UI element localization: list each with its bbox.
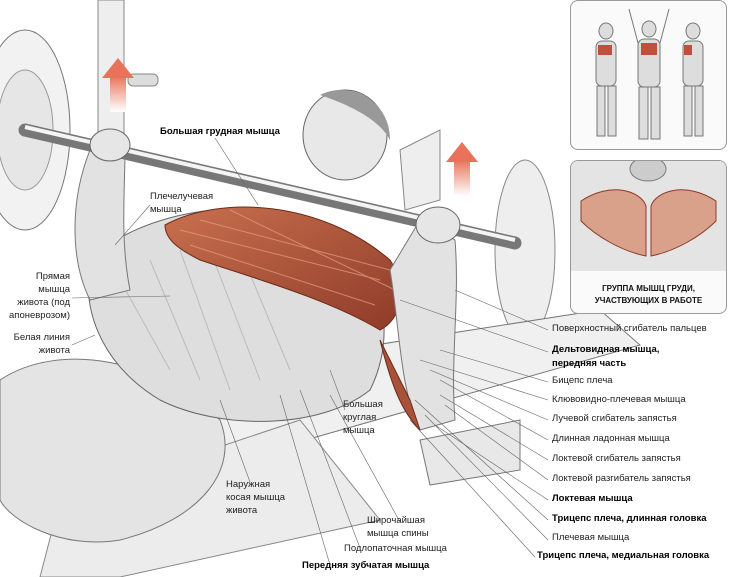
label-line: живота xyxy=(38,345,70,356)
label-line: Наружная xyxy=(226,479,271,490)
headrest xyxy=(399,129,441,211)
label-teres-major: Большая круглая мышца xyxy=(343,398,383,437)
right-label: Клювовидно-плечевая мышца xyxy=(552,394,686,405)
caption-line: ГРУППА МЫШЦ ГРУДИ, xyxy=(602,284,695,293)
label-line: живота xyxy=(226,505,258,516)
weight-plate-right xyxy=(494,159,556,341)
label-brachioradialis: Плечелучевая мышца xyxy=(150,190,213,216)
label-line: апоневрозом) xyxy=(9,310,70,321)
legs xyxy=(0,358,226,543)
left-hand xyxy=(89,128,131,162)
right-label: Лучевой сгибатель запястья xyxy=(552,413,677,424)
upward-arrow-icon xyxy=(446,142,478,196)
leader-lines xyxy=(71,137,549,566)
label-line: Плечелучевая xyxy=(150,191,214,202)
left-arm xyxy=(74,149,131,301)
label-line: мышца xyxy=(343,425,375,436)
right-label: Локтевой сгибатель запястья xyxy=(552,453,681,464)
label-line: мышца xyxy=(38,284,70,295)
label-linea-alba: Белая линия живота xyxy=(14,331,70,357)
right-label: Плечевая мышца xyxy=(552,532,630,543)
label-serratus-anterior: Передняя зубчатая мышца xyxy=(302,560,430,571)
inset-full-body-views xyxy=(570,0,727,150)
chest-muscle-closeup xyxy=(571,161,726,271)
label-line: живота (под xyxy=(17,297,70,308)
label-line: Широчайшая xyxy=(367,515,425,526)
full-body-figures xyxy=(595,8,704,140)
pectoralis-major-highlight xyxy=(164,206,402,331)
right-label: Локтевой разгибатель запястья xyxy=(552,473,691,484)
label-line: Белая линия xyxy=(13,332,70,343)
label-line: косая мышца xyxy=(226,492,286,503)
right-label: Поверхностный сгибатель пальцев xyxy=(552,323,707,334)
label-line: Прямая xyxy=(35,271,70,282)
upward-arrow-icon xyxy=(102,58,134,112)
right-label: Дельтовидная мышца, xyxy=(552,344,660,355)
label-external-oblique: Наружная косая мышца живота xyxy=(226,478,285,517)
rack-hook xyxy=(127,73,159,87)
right-arm xyxy=(389,219,457,431)
hair xyxy=(320,90,390,140)
label-rectus-abdominis: Прямая мышца живота (под апоневрозом) xyxy=(9,270,70,322)
label-line: мышца спины xyxy=(367,528,429,539)
arm-pad xyxy=(419,419,521,486)
right-label: Трицепс плеча, длинная головка xyxy=(552,513,707,524)
label-latissimus-dorsi: Широчайшая мышца спины xyxy=(367,514,429,540)
inset-chest-muscles: ГРУППА МЫШЦ ГРУДИ, УЧАСТВУЮЩИХ В РАБОТЕ xyxy=(570,160,727,314)
caption-line: УЧАСТВУЮЩИХ В РАБОТЕ xyxy=(594,296,703,305)
right-label: Бицепс плеча xyxy=(552,375,613,386)
label-line: Большая xyxy=(343,399,383,410)
right-label: Длинная ладонная мышца xyxy=(552,433,670,444)
inset-caption: ГРУППА МЫШЦ ГРУДИ, УЧАСТВУЮЩИХ В РАБОТЕ xyxy=(571,283,726,307)
right-label: Локтевая мышца xyxy=(552,493,633,504)
right-label: передняя часть xyxy=(552,358,627,369)
label-pectoralis-major: Большая грудная мышца xyxy=(160,126,280,137)
label-line: круглая xyxy=(343,412,377,423)
label-line: мышца xyxy=(150,204,182,215)
right-label: Трицепс плеча, медиальная головка xyxy=(537,550,710,561)
right-hand xyxy=(415,206,461,244)
label-subscapularis: Подлопаточная мышца xyxy=(344,543,447,554)
